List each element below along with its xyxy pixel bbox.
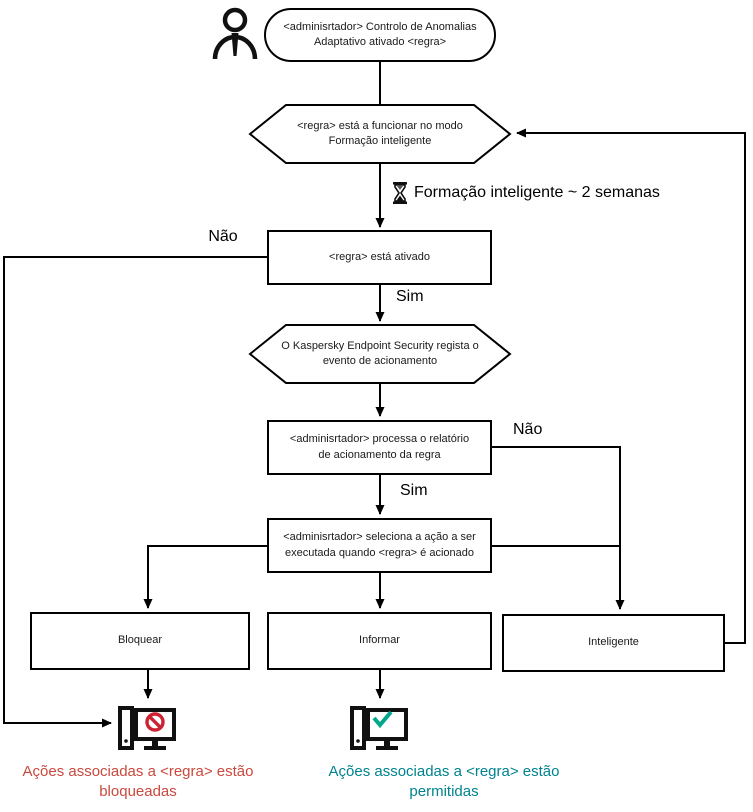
node-block: Bloquear — [30, 612, 250, 670]
prohibition-icon — [145, 712, 165, 732]
training-duration-label: Formação inteligente ~ 2 semanas — [414, 184, 660, 201]
hourglass-icon — [392, 182, 408, 204]
node-select-action-label: <adminisrtador> seleciona a ação a ser e… — [283, 531, 476, 559]
node-training-mode: <regra> está a funcionar no modo Formaçã… — [278, 105, 482, 163]
node-smart: Inteligente — [502, 614, 725, 672]
node-start-label: <adminisrtador> Controlo de Anomalias Ad… — [283, 20, 477, 48]
node-inform-label: Informar — [359, 634, 400, 647]
node-rule-active-label: <regra> está ativado — [329, 250, 430, 263]
computer-blocked-icon — [116, 702, 178, 754]
edge-label-no-right: Não — [513, 421, 543, 438]
node-select-action: <adminisrtador> seleciona a ação a ser e… — [267, 518, 492, 573]
node-log-event-label: O Kaspersky Endpoint Security regista o … — [281, 339, 479, 367]
node-block-label: Bloquear — [117, 634, 163, 647]
node-training-mode-label: <regra> está a funcionar no modo Formaçã… — [297, 119, 463, 147]
node-process-report: <adminisrtador> processa o relatório de … — [267, 420, 492, 475]
node-log-event: O Kaspersky Endpoint Security regista o … — [266, 325, 494, 383]
person-icon — [212, 6, 258, 60]
caption-allowed: Ações associadas a <regra> estão permiti… — [328, 763, 560, 800]
node-smart-label: Inteligente — [588, 636, 639, 649]
node-inform: Informar — [267, 612, 492, 670]
edge-label-yes-top: Sim — [396, 288, 424, 305]
edge-label-yes-bottom: Sim — [400, 482, 428, 499]
computer-allowed-icon — [348, 702, 410, 754]
check-icon — [372, 710, 393, 729]
node-process-report-label: <adminisrtador> processa o relatório de … — [289, 433, 470, 461]
caption-blocked: Ações associadas a <regra> estão bloquea… — [22, 763, 254, 800]
node-start: <adminisrtador> Controlo de Anomalias Ad… — [264, 8, 496, 62]
edge-label-no-left: Não — [208, 228, 238, 245]
node-rule-active: <regra> está ativado — [267, 230, 492, 285]
